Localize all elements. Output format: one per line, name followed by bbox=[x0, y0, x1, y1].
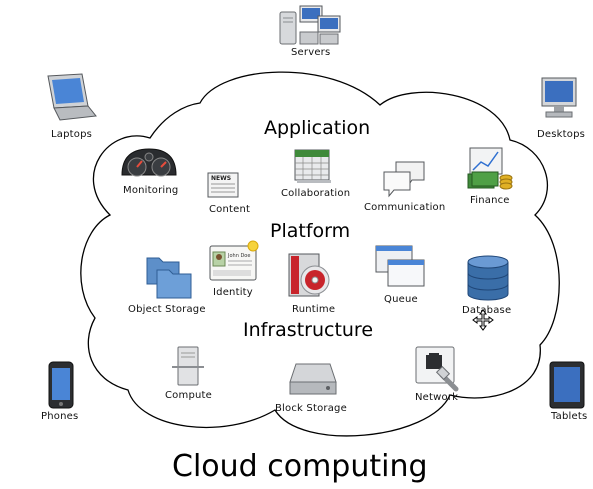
section-infrastructure: Infrastructure bbox=[243, 319, 374, 341]
runtime-label: Runtime bbox=[292, 304, 336, 315]
network-port-icon bbox=[415, 346, 459, 392]
identity-label: Identity bbox=[213, 287, 253, 298]
servers-label: Servers bbox=[291, 47, 331, 58]
newspaper-masthead: NEWS bbox=[211, 175, 231, 182]
collaboration-label: Collaboration bbox=[281, 188, 351, 199]
move-cursor-icon bbox=[472, 309, 494, 331]
id-card-name: John Doe bbox=[227, 253, 250, 259]
runtime-disc-box-icon bbox=[288, 253, 330, 297]
folders-icon bbox=[146, 257, 192, 299]
desktop-icon bbox=[541, 77, 577, 118]
tablet-icon bbox=[549, 361, 585, 409]
communication-label: Communication bbox=[364, 202, 446, 213]
tablets-label: Tablets bbox=[551, 411, 588, 422]
laptops-label: Laptops bbox=[51, 129, 93, 140]
server-tower-icon bbox=[172, 346, 204, 386]
diagram-title: Cloud computing bbox=[172, 449, 428, 484]
id-card-icon: John Doe bbox=[209, 240, 259, 281]
newspaper-icon: NEWS bbox=[207, 172, 239, 198]
queue-label: Queue bbox=[384, 294, 418, 305]
hard-drive-icon bbox=[289, 363, 337, 395]
dashboard-gauge-icon bbox=[121, 148, 177, 177]
object-storage-label: Object Storage bbox=[128, 304, 206, 315]
monitoring-label: Monitoring bbox=[123, 185, 179, 196]
network-label: Network bbox=[415, 392, 459, 403]
section-application: Application bbox=[264, 117, 371, 139]
phones-label: Phones bbox=[41, 411, 79, 422]
content-label: Content bbox=[209, 204, 251, 215]
finance-label: Finance bbox=[470, 195, 510, 206]
database-cylinder-icon bbox=[467, 255, 509, 301]
servers-icon bbox=[279, 5, 341, 45]
finance-chart-money-icon bbox=[467, 147, 513, 190]
block-storage-label: Block Storage bbox=[275, 403, 347, 414]
laptop-icon bbox=[47, 73, 97, 121]
desktops-label: Desktops bbox=[537, 129, 586, 140]
queue-windows-icon bbox=[375, 245, 425, 287]
compute-label: Compute bbox=[165, 390, 213, 401]
chat-bubbles-icon bbox=[383, 161, 425, 198]
database-label: Database bbox=[462, 305, 512, 316]
phone-icon bbox=[48, 361, 74, 409]
section-platform: Platform bbox=[270, 220, 351, 242]
calendar-icon bbox=[294, 149, 331, 183]
